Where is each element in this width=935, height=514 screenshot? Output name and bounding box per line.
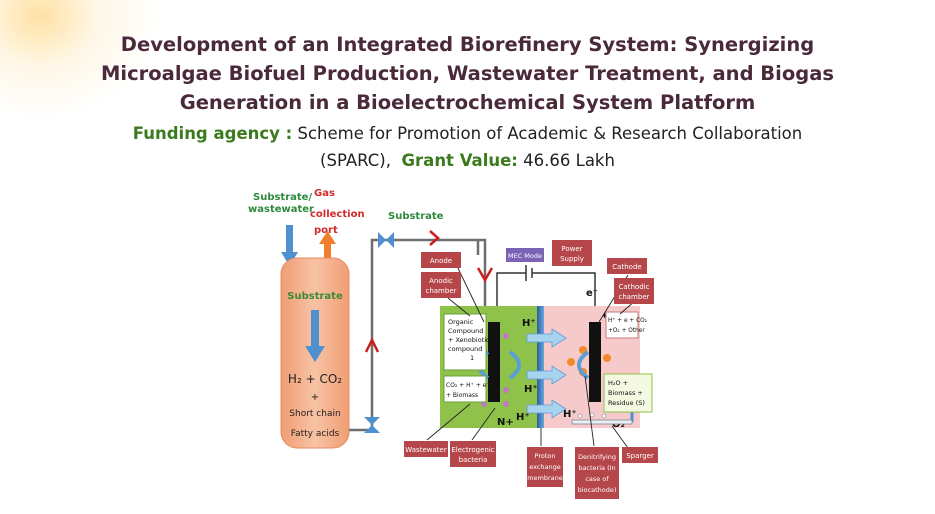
- page-title: Development of an Integrated Biorefinery…: [80, 30, 855, 117]
- cathodic-chamber-label-1: Cathodic: [619, 283, 650, 291]
- h-plus-1: H⁺: [522, 318, 536, 329]
- funding-line-1: Funding agency : Scheme for Promotion of…: [60, 120, 875, 147]
- organic-4: compound: [448, 345, 482, 353]
- electrogenic-callout: [450, 441, 496, 467]
- cathode-callout: [607, 258, 647, 274]
- cathode-reaction-1: H⁺ + e + CO₂: [608, 317, 647, 324]
- cathode-reaction-box: [605, 311, 639, 339]
- inlet-label-1: Substrate/: [253, 192, 312, 203]
- flow-direction-down-icon: [476, 267, 494, 283]
- tank-substrate-label: Substrate: [287, 291, 343, 302]
- inlet-label-2: wastewater: [248, 204, 314, 215]
- organic-3: + Xenobiotic: [448, 336, 490, 344]
- cathode-products-1: H₂O +: [608, 379, 628, 387]
- denitrifying-label-2: bacteria (In: [578, 464, 615, 472]
- funding-line-2: (SPARC), Grant Value: 46.66 Lakh: [60, 147, 875, 174]
- flow-direction-up-icon: [364, 337, 380, 353]
- proton-exchange-membrane: [537, 306, 544, 428]
- power-supply-label-1: Power: [561, 245, 582, 253]
- title-line-3: Generation in a Bioelectrochemical Syste…: [179, 91, 756, 114]
- h-plus-3: H⁺: [516, 412, 530, 423]
- cathodic-chamber-label-2: chamber: [618, 293, 649, 301]
- organic-1: Organic: [448, 318, 474, 326]
- cathode-reaction-2: +O₂ + Other: [608, 328, 645, 334]
- cathode-electrode: [589, 322, 601, 402]
- gas-label-2: collection: [310, 209, 365, 220]
- pem-label-2: exchange: [529, 463, 561, 471]
- h-plus-2: H⁺: [524, 384, 538, 395]
- anode-products-1: CO₂ + H⁺ + e⁻: [446, 382, 490, 389]
- pem-label-1: Proton: [535, 452, 556, 460]
- cathode-cycle-arrow-icon: [577, 350, 590, 380]
- power-supply-label-2: Supply: [560, 255, 584, 263]
- mec-mode-callout: [506, 248, 544, 262]
- tank-acid-1: Short chain: [289, 409, 340, 419]
- anode-label: Anode: [430, 257, 452, 265]
- organic-5: 1: [470, 354, 474, 362]
- tank-acid-2: Fatty acids: [291, 429, 340, 439]
- organic-2: Compound: [448, 327, 483, 335]
- e-minus-label: e⁻: [586, 288, 598, 299]
- sparger-label: Sparger: [626, 452, 654, 460]
- sparger-bar: [571, 419, 633, 425]
- cathodic-chamber-callout: [614, 278, 654, 304]
- gas-label-1: Gas: [314, 188, 335, 199]
- anode-cycle-arrow-right-icon: [508, 350, 521, 380]
- bottom-valve-icon: [364, 417, 380, 433]
- anode-electrode: [488, 322, 500, 402]
- tank-down-arrow-icon: [305, 310, 325, 362]
- o2-label: O₂: [612, 419, 625, 430]
- recirculation-pipe: [349, 238, 487, 432]
- proton-arrows: [526, 328, 567, 419]
- gas-outlet-arrow-icon: [319, 231, 336, 266]
- inlet-arrow-icon: [281, 225, 298, 266]
- denitrifying-label-3: case of: [585, 475, 609, 483]
- anodic-chamber-label-2: chamber: [425, 287, 456, 295]
- flow-direction-right-icon: [429, 230, 440, 246]
- wastewater-callout: [404, 441, 448, 457]
- gas-label-3: port: [314, 225, 338, 236]
- cathode-products-3: Residue (S): [608, 399, 645, 407]
- tank-plus: +: [311, 392, 319, 403]
- sun-glow-decoration: [0, 0, 160, 120]
- grant-value-label: Grant Value:: [401, 151, 518, 170]
- cathode-label: Cathode: [612, 263, 641, 271]
- denitrifying-label-4: biocathode): [578, 486, 617, 494]
- power-circuit: [496, 265, 596, 310]
- pem-callout: [527, 447, 563, 487]
- funding-info: Funding agency : Scheme for Promotion of…: [60, 120, 875, 174]
- grant-value: 46.66 Lakh: [523, 151, 615, 170]
- title-line-2: Microalgae Biofuel Production, Wastewate…: [101, 62, 834, 85]
- anodic-chamber-callout: [421, 272, 461, 298]
- anode-products-2: + Biomass: [446, 392, 478, 399]
- tank-product: H₂ + CO₂: [288, 372, 342, 386]
- mec-mode-label: MEC Mode: [508, 252, 542, 260]
- funding-agency-label: Funding agency :: [132, 124, 293, 143]
- h-plus-4: H⁺: [563, 409, 577, 420]
- cathode-products-2: Biomass +: [608, 389, 643, 397]
- funding-agency-value: Scheme for Promotion of Academic & Resea…: [297, 124, 803, 143]
- substrate-top-label: Substrate: [388, 211, 444, 222]
- electrogenic-label-2: bacteria: [459, 456, 488, 464]
- sparger-callout: [622, 447, 658, 463]
- power-supply-callout: [552, 240, 592, 266]
- anodic-chamber-label-1: Anodic: [429, 277, 453, 285]
- top-valve-icon: [378, 232, 394, 248]
- pem-label-3: membrane: [527, 474, 563, 482]
- denitrifying-label-1: Denitrifying: [578, 453, 616, 461]
- wastewater-label: Wastewater: [405, 446, 447, 454]
- anode-callout: [421, 252, 461, 268]
- electrogenic-label-1: Electrogenic: [451, 446, 494, 454]
- title-line-1: Development of an Integrated Biorefinery…: [120, 33, 815, 56]
- n-plus-label: N+: [497, 417, 514, 428]
- anode-products-box: [443, 375, 487, 403]
- organic-compound-box: [443, 313, 487, 371]
- funding-agency-value-2: (SPARC),: [320, 151, 391, 170]
- cathode-products-box: [603, 373, 653, 413]
- denitrifying-callout: [575, 447, 619, 499]
